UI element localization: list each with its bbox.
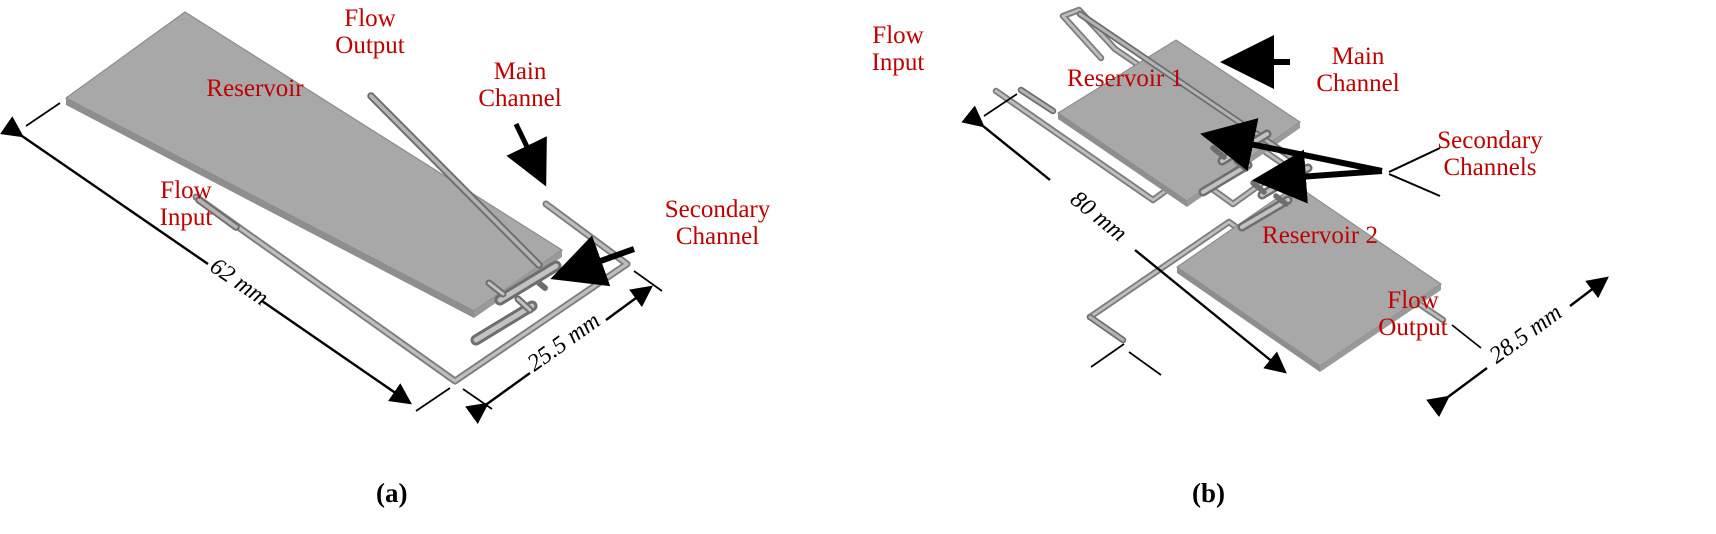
main-channel-arrow-a (506, 122, 547, 187)
dimension-80mm-text: 80 mm (1065, 186, 1132, 247)
secondary-channel-arrow-a (550, 235, 636, 287)
flow-input-tube-a (195, 196, 240, 231)
label-secondary-channel-a: Secondary Channel (664, 196, 771, 250)
secondary-channels-arrows-b (1200, 118, 1441, 204)
panel-caption-a: (a) (376, 478, 408, 508)
label-flow-input-a: Flow Input (159, 177, 213, 231)
label-reservoir-2-b: Reservoir 2 (1262, 222, 1378, 249)
reservoir-2-slab (1176, 184, 1442, 372)
label-flow-output-a: Flow Output (335, 5, 405, 59)
label-reservoir-a: Reservoir (206, 75, 304, 102)
dimension-25-5mm-text: 25.5 mm (523, 308, 605, 377)
chip-outline-a (192, 193, 631, 385)
secondary-channel-a (470, 260, 562, 346)
dimension-62mm-text: 62 mm (205, 253, 273, 311)
label-main-channel-a: Main Channel (478, 58, 562, 112)
flow-input-tube-b (1017, 86, 1057, 115)
main-channel-a (367, 92, 543, 269)
label-reservoir-1-b: Reservoir 1 (1067, 65, 1183, 92)
panel-caption-b: (b) (1192, 478, 1225, 508)
label-flow-input-b: Flow Input (871, 22, 925, 76)
panel-a-geometry: 62 mm 25.5 mm (0, 11, 663, 424)
dimension-28-5mm-text: 28.5 mm (1485, 300, 1567, 370)
label-flow-output-b: Flow Output (1378, 287, 1448, 341)
flow-output-tube-b (1086, 313, 1127, 344)
label-main-channel-b: Main Channel (1316, 43, 1400, 97)
label-secondary-channels-b: Secondary Channels (1437, 127, 1543, 181)
